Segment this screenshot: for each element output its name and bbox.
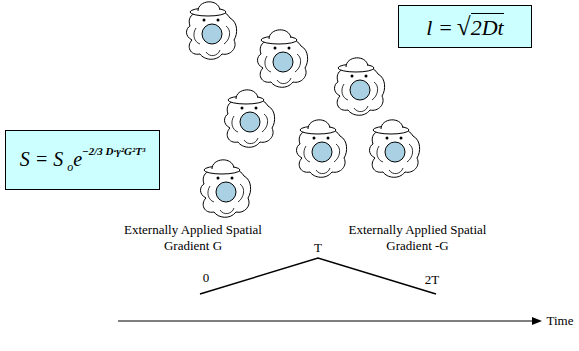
particle-figure <box>370 120 420 177</box>
arrow-head <box>532 317 542 325</box>
diffusion-length-formula: l =√2Dt <box>398 5 532 48</box>
formula-text: S = S <box>20 148 64 170</box>
annotation-label: Time <box>544 313 576 329</box>
particle-figure <box>187 2 237 59</box>
particle-figure <box>201 160 251 217</box>
annotation-label: 2T <box>420 272 444 288</box>
gradient-triangle <box>200 258 436 294</box>
annotation-label: T <box>308 240 328 256</box>
formula-text: √ <box>457 12 471 40</box>
annotation-label: Externally Applied Spatial Gradient G <box>118 222 268 253</box>
annotation-label: Externally Applied Spatial Gradient -G <box>340 222 495 253</box>
particle-figure <box>225 90 275 147</box>
particle-figure <box>335 58 385 115</box>
annotation-label: 0 <box>196 270 216 286</box>
time-axis <box>118 320 534 321</box>
formula-text: e <box>73 148 82 170</box>
formula-text: −2/3 D·γ²G²T³ <box>82 145 145 157</box>
formula-text: 2Dt <box>471 13 504 40</box>
particle-figure <box>297 120 347 177</box>
formula-text: o <box>67 160 73 174</box>
signal-formula: S = Soe−2/3 D·γ²G²T³ <box>5 130 160 190</box>
particle-figure <box>258 30 308 87</box>
formula-text: l = <box>426 15 452 40</box>
